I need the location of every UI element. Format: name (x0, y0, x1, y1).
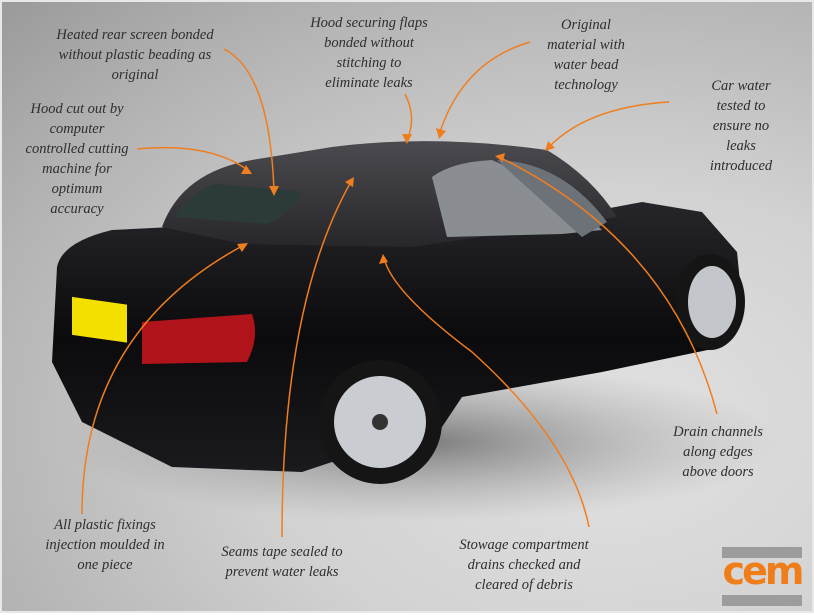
logo-bottom-bar (722, 595, 802, 606)
annotation-rear-screen: Heated rear screen bonded without plasti… (56, 27, 214, 83)
rear-window (174, 184, 302, 224)
logo-top-bar (722, 547, 802, 558)
annotation-stowage-drains: Stowage compartment drains checked and c… (459, 537, 589, 593)
annotation-hood-cut: Hood cut out by computer controlled cutt… (25, 101, 129, 217)
annotation-securing-flaps: Hood securing flaps bonded without stitc… (310, 15, 428, 91)
arrow-seams-tape (281, 179, 353, 538)
arrow-rear-screen (223, 48, 275, 193)
tail-light (142, 314, 256, 364)
arrow-plastic-fixings (81, 244, 245, 515)
annotation-water-tested: Car water tested to ensure no leaks intr… (709, 78, 773, 174)
car-body (52, 202, 742, 472)
license-plate (72, 296, 127, 343)
arrow-securing-flaps (404, 93, 413, 141)
logo-text: cem (722, 549, 805, 593)
annotation-drain-channels: Drain channels along edges above doors (673, 424, 763, 480)
arrow-stowage-drains (383, 257, 590, 528)
cem-logo: cem (722, 547, 805, 609)
arrow-original-material (438, 41, 531, 136)
annotation-original-material: Original material with water bead techno… (547, 17, 625, 93)
arrow-heads (237, 128, 555, 264)
front-window (497, 160, 607, 237)
annotation-seams-tape: Seams tape sealed to prevent water leaks (221, 544, 343, 580)
side-window (432, 160, 602, 237)
arrow-drain-channels (498, 156, 718, 415)
arrow-water-tested (547, 101, 670, 149)
annotation-arrows (81, 41, 718, 538)
arrow-hood-cut (136, 146, 251, 173)
annotation-plastic-fixings: All plastic fixings injection moulded in… (45, 517, 165, 573)
